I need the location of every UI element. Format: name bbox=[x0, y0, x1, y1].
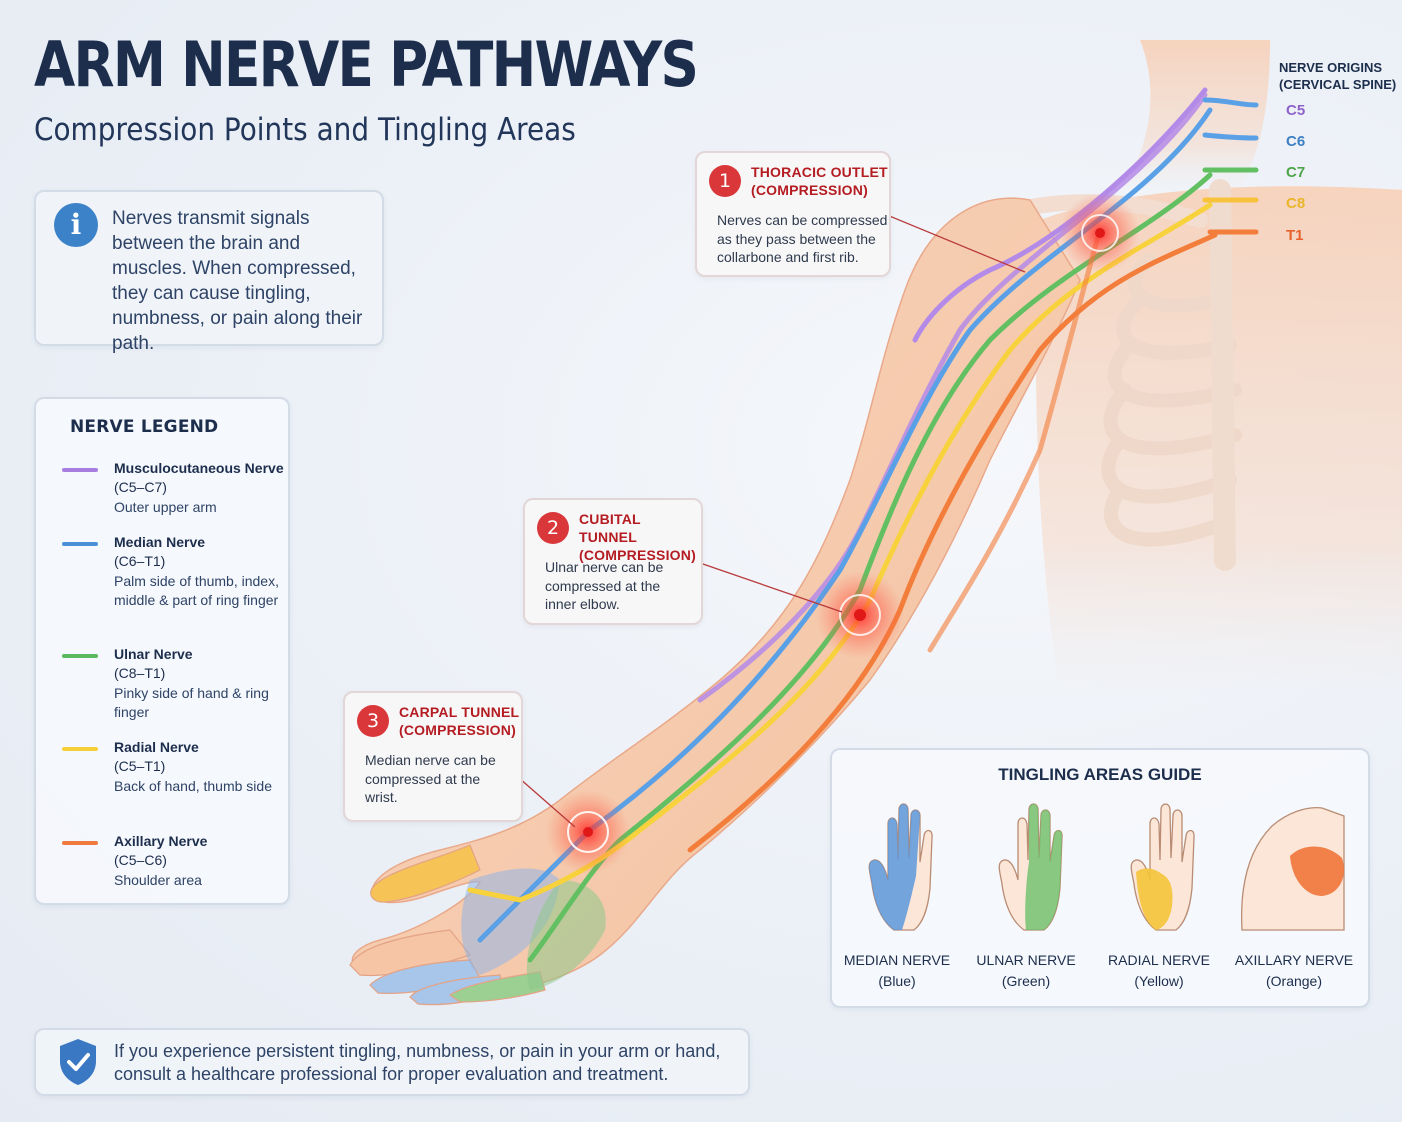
legend-item-name: Musculocutaneous Nerve bbox=[114, 460, 284, 476]
origins-title-line: NERVE ORIGINS bbox=[1279, 60, 1383, 75]
legend-swatch bbox=[62, 747, 98, 751]
origin-label-c7: C7 bbox=[1286, 164, 1306, 181]
tingling-caption-color: (Green) bbox=[1001, 973, 1051, 989]
callout-title-line: CARPAL TUNNEL bbox=[399, 704, 520, 720]
origin-stubs bbox=[1202, 97, 1259, 235]
leader-line-3 bbox=[518, 777, 576, 828]
callout-text-line: as they pass between the bbox=[717, 230, 876, 247]
origin-label-t1: T1 bbox=[1286, 227, 1304, 244]
legend-swatch bbox=[62, 654, 98, 658]
legend-item-desc: Shoulder area bbox=[114, 872, 202, 888]
callout-text-line: Median nerve can be bbox=[365, 752, 496, 768]
tingling-caption-name: RADIAL NERVE bbox=[1108, 952, 1210, 968]
legend-item-name: Ulnar Nerve bbox=[114, 646, 193, 662]
tingling-caption-radial: RADIAL NERVE (Yellow) bbox=[1094, 950, 1224, 992]
callout-title: CARPAL TUNNEL (COMPRESSION) bbox=[399, 703, 519, 739]
callout-title-line: (COMPRESSION) bbox=[399, 722, 516, 738]
origins-title-line: (CERVICAL SPINE) bbox=[1279, 77, 1397, 92]
callout-title: THORACIC OUTLET (COMPRESSION) bbox=[751, 163, 888, 199]
legend-item-desc: Pinky side of hand & ring finger bbox=[114, 685, 269, 720]
page-subtitle: Compression Points and Tingling Areas bbox=[34, 112, 576, 148]
nerve-legend: NERVE LEGEND Musculocutaneous Nerve (C5–… bbox=[34, 397, 290, 905]
compression-ring-cubital bbox=[839, 594, 881, 636]
compression-dot-thoracic bbox=[1095, 228, 1105, 238]
legend-item-range: (C5–C7) bbox=[114, 479, 167, 495]
callout-thoracic-outlet: 1 THORACIC OUTLET (COMPRESSION) Nerves c… bbox=[695, 151, 891, 277]
callout-text-line: compressed at the bbox=[545, 577, 661, 594]
tingling-guide-title: TINGLING AREAS GUIDE bbox=[998, 765, 1202, 784]
callout-text-line: compressed at the bbox=[365, 770, 481, 787]
callout-carpal-tunnel: 3 CARPAL TUNNEL (COMPRESSION) Median ner… bbox=[343, 691, 523, 822]
tingling-caption-color: (Yellow) bbox=[1134, 973, 1184, 989]
callout-title-line: (COMPRESSION) bbox=[751, 182, 868, 198]
shoulder-orange-icon bbox=[1241, 806, 1345, 931]
callout-number: 3 bbox=[357, 705, 389, 737]
info-icon: i bbox=[54, 203, 98, 247]
leader-line-1 bbox=[886, 214, 1026, 273]
leader-line-2 bbox=[699, 562, 843, 613]
callout-cubital-tunnel: 2 CUBITAL TUNNEL (COMPRESSION) Ulnar ner… bbox=[523, 498, 703, 625]
legend-swatch bbox=[62, 468, 98, 472]
compression-dot-carpal bbox=[583, 827, 593, 837]
tingling-caption-ulnar: ULNAR NERVE (Green) bbox=[961, 950, 1091, 992]
callout-title-line: THORACIC OUTLET bbox=[751, 164, 888, 180]
palm-ulnar-area bbox=[526, 880, 606, 990]
callout-text: Median nerve can be compressed at the wr… bbox=[365, 751, 496, 807]
hand-palm-green-icon bbox=[998, 803, 1063, 931]
callout-number: 1 bbox=[709, 165, 741, 197]
tingling-caption-color: (Orange) bbox=[1265, 973, 1323, 989]
legend-swatch bbox=[62, 542, 98, 546]
legend-item-name: Median Nerve bbox=[114, 534, 206, 550]
tingling-areas-guide: TINGLING AREAS GUIDE MEDIAN NERVE (Blue)… bbox=[830, 748, 1370, 1008]
legend-swatch bbox=[62, 841, 98, 845]
callout-title: CUBITAL TUNNEL (COMPRESSION) bbox=[579, 510, 701, 564]
callout-text-line: inner elbow. bbox=[545, 596, 620, 612]
callout-text-line: Nerves can be compressed bbox=[717, 212, 888, 228]
tingling-caption-axillary: AXILLARY NERVE (Orange) bbox=[1229, 950, 1359, 992]
origin-label-c6: C6 bbox=[1286, 133, 1306, 150]
callout-text-line: wrist. bbox=[365, 789, 398, 805]
callout-title-line: (COMPRESSION) bbox=[579, 547, 696, 563]
callout-text: Nerves can be compressed as they pass be… bbox=[717, 211, 887, 267]
tingling-caption-median: MEDIAN NERVE (Blue) bbox=[832, 950, 962, 992]
callout-text-line: collarbone and first rib. bbox=[717, 249, 859, 265]
legend-item-name: Radial Nerve bbox=[114, 739, 199, 755]
tingling-caption-name: ULNAR NERVE bbox=[976, 952, 1076, 968]
origin-label-c5: C5 bbox=[1286, 102, 1306, 119]
tingling-caption-name: AXILLARY NERVE bbox=[1234, 952, 1354, 968]
arm-shape bbox=[351, 197, 1081, 998]
spine bbox=[1209, 179, 1236, 571]
fingers bbox=[349, 844, 546, 1006]
legend-item-name: Axillary Nerve bbox=[114, 833, 208, 849]
shield-check-icon bbox=[60, 1039, 96, 1085]
callout-number: 2 bbox=[537, 512, 569, 544]
tingling-caption-color: (Blue) bbox=[878, 973, 916, 989]
hand-palm-blue-icon bbox=[868, 803, 933, 931]
page-title: ARM NERVE PATHWAYS bbox=[34, 28, 699, 101]
hand-back-yellow-icon bbox=[1130, 803, 1195, 931]
legend-item-desc: Palm side of thumb, index, middle & part… bbox=[114, 573, 279, 608]
callout-title-line: CUBITAL TUNNEL bbox=[579, 511, 641, 545]
disclaimer-text: If you experience persistent tingling, n… bbox=[114, 1041, 721, 1084]
compression-ring-thoracic bbox=[1081, 214, 1119, 252]
tingling-caption-name: MEDIAN NERVE bbox=[843, 952, 951, 968]
legend-item-range: (C5–T1) bbox=[114, 758, 166, 774]
compression-dot-cubital bbox=[854, 609, 866, 621]
callout-text-line: Ulnar nerve can be bbox=[545, 559, 664, 575]
info-box: i Nerves transmit signals between the br… bbox=[34, 190, 384, 354]
origin-label-c8: C8 bbox=[1286, 195, 1306, 212]
legend-item-desc: Back of hand, thumb side bbox=[114, 778, 272, 794]
info-text: Nerves transmit signals between the brai… bbox=[112, 208, 363, 354]
tingling-illustrations bbox=[868, 803, 1345, 931]
legend-title: NERVE LEGEND bbox=[70, 417, 219, 437]
compression-ring-carpal bbox=[567, 811, 609, 853]
legend-item-range: (C8–T1) bbox=[114, 665, 166, 681]
legend-item-desc: Outer upper arm bbox=[114, 499, 217, 515]
legend-item-range: (C6–T1) bbox=[114, 553, 166, 569]
nerve-origins-title: NERVE ORIGINS (CERVICAL SPINE) bbox=[1279, 59, 1396, 93]
medical-disclaimer: If you experience persistent tingling, n… bbox=[34, 1028, 750, 1096]
callout-text: Ulnar nerve can be compressed at the inn… bbox=[545, 558, 663, 614]
legend-item-range: (C5–C6) bbox=[114, 852, 167, 868]
